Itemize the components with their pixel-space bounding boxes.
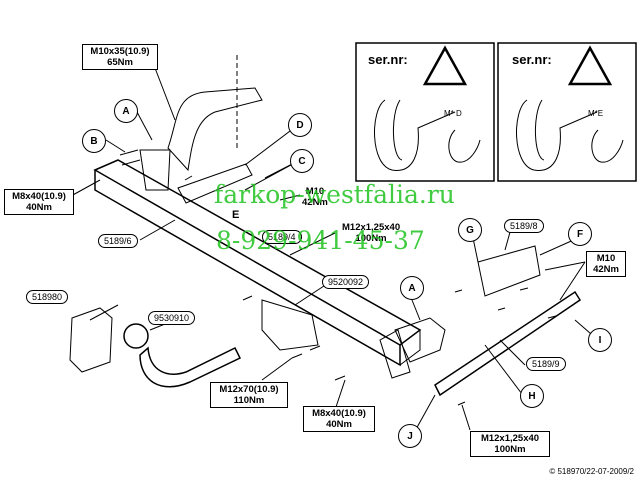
towbar-sketch <box>516 99 598 171</box>
callout-f: F <box>568 222 592 246</box>
torque-spec: M12x70(10.9) <box>219 384 279 395</box>
serial-code-right: M*E <box>588 109 604 118</box>
callout-a-right: A <box>400 276 424 300</box>
side-bracket-left <box>167 87 263 172</box>
serial-code-left: M* D <box>444 109 462 118</box>
torque-label-m8x40-bottom: M8x40(10.9) 40Nm <box>303 406 375 432</box>
copyright: © 518970/22-07-2009/2 <box>549 467 634 476</box>
torque-value: 42Nm <box>302 197 328 208</box>
callout-b: B <box>82 129 106 153</box>
ball-holder <box>261 299 319 351</box>
callout-i: I <box>588 328 612 352</box>
part-number-5189-6: 5189/6 <box>98 234 138 248</box>
watermark-site: farkop-westfalia.ru <box>214 180 455 209</box>
towbar-sketch <box>392 99 403 161</box>
torque-label-m8x40-left: M8x40(10.9) 40Nm <box>4 189 74 215</box>
torque-spec: M8x40(10.9) <box>12 191 66 202</box>
serial-title-right: ser.nr: <box>512 52 552 67</box>
torque-label-m12x125-mid: M12x1,25x40 100Nm <box>342 222 400 244</box>
serial-panel-right <box>497 42 637 182</box>
part-number-5189-9: 5189/9 <box>526 357 566 371</box>
cross-beam <box>94 170 401 367</box>
towbar-sketch <box>448 129 481 163</box>
support-bar <box>434 290 582 397</box>
side-bracket-right <box>379 329 411 379</box>
warning-icon <box>567 45 613 86</box>
towbar-sketch <box>534 99 545 161</box>
torque-label-m12x70: M12x70(10.9) 110Nm <box>210 382 288 408</box>
torque-label-m10-mid: M10 42Nm <box>302 186 328 208</box>
bracket-d <box>177 163 253 204</box>
callout-e: E <box>232 209 240 221</box>
torque-value: 100Nm <box>494 444 526 455</box>
torque-value: 40Nm <box>326 419 352 430</box>
torque-label-m10x35: M10x35(10.9) 65Nm <box>82 44 158 70</box>
serial-panel-left <box>355 42 495 182</box>
bracket-f <box>477 245 541 297</box>
side-bracket-right <box>394 317 446 363</box>
warning-icon <box>422 45 468 86</box>
torque-spec: M8x40(10.9) <box>312 408 366 419</box>
part-number-9520092: 9520092 <box>322 275 370 289</box>
callout-c: C <box>290 149 314 173</box>
callout-d: D <box>288 113 312 137</box>
serial-title-left: ser.nr: <box>368 52 408 67</box>
torque-value: 110Nm <box>233 395 265 406</box>
towbar-sketch <box>591 129 624 163</box>
bolts <box>119 149 557 406</box>
torque-value: 100Nm <box>355 233 387 244</box>
torque-spec: M12x1,25x40 <box>480 433 540 444</box>
torque-label-m10-right: M10 42Nm <box>586 251 626 277</box>
callout-h: H <box>520 384 544 408</box>
towbar-sketch <box>374 99 456 171</box>
torque-value: 42Nm <box>593 264 619 275</box>
torque-spec: M10 <box>596 253 616 264</box>
tow-ball <box>123 323 149 349</box>
socket-plate <box>69 307 113 373</box>
torque-label-m12x125-bottom: M12x1,25x40 100Nm <box>470 431 550 457</box>
callout-g: G <box>458 218 482 242</box>
side-bracket-left <box>139 149 171 191</box>
part-number-5189-8: 5189/8 <box>504 219 544 233</box>
part-number-518980: 518980 <box>26 290 69 304</box>
torque-value: 65Nm <box>107 57 133 68</box>
callout-j: J <box>398 424 422 448</box>
part-number-9530910: 9530910 <box>148 311 196 325</box>
torque-value: 40Nm <box>26 202 52 213</box>
torque-spec: M12x1,25x40 <box>342 222 401 233</box>
torque-spec: M10 <box>305 186 325 197</box>
leader-lines <box>70 67 599 441</box>
ball-neck <box>139 346 242 388</box>
callout-a-left: A <box>114 99 138 123</box>
torque-spec: M10x35(10.9) <box>90 46 150 57</box>
part-number-5189-4: 5189/4 <box>262 230 302 244</box>
watermark-phone: 8-929-941-45-37 <box>216 226 425 255</box>
